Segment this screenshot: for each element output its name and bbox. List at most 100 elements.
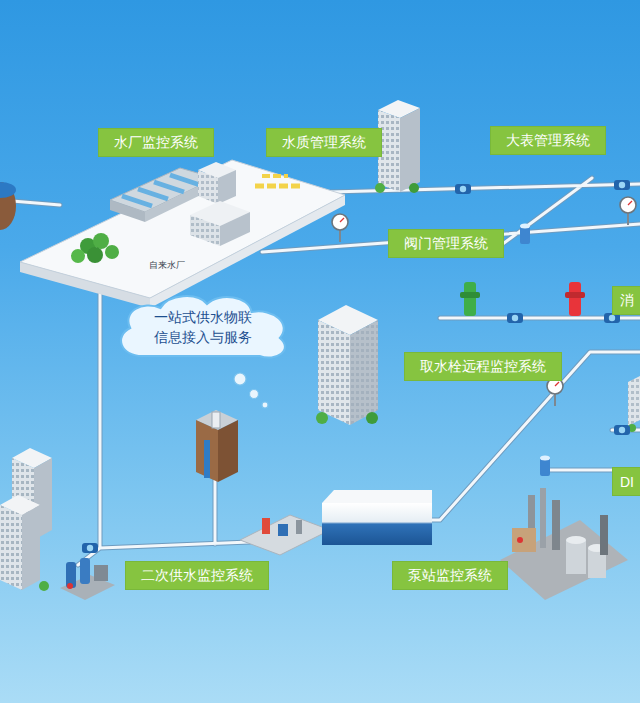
central-tower xyxy=(316,305,378,425)
thought-bubbles xyxy=(234,373,268,408)
system-name: 阀门管理系统 xyxy=(404,235,488,253)
quality-tower-part xyxy=(375,183,385,193)
reservoir-part xyxy=(262,518,270,534)
system-label: 阀门管理系统 xyxy=(388,229,504,258)
pump-station-part xyxy=(517,537,523,543)
borehole xyxy=(196,410,238,482)
pump-station-part xyxy=(566,540,586,574)
water-plant-part xyxy=(220,212,250,246)
reservoir-part xyxy=(278,524,288,536)
quality-tower-part xyxy=(400,108,420,192)
left-towers-part xyxy=(0,505,22,590)
system-name: DI xyxy=(620,474,634,490)
water-plant-part xyxy=(255,184,303,189)
left-towers xyxy=(0,448,52,591)
meters-and-valves-part xyxy=(507,313,523,323)
meters-and-valves-part xyxy=(82,543,98,553)
pump-station-part xyxy=(500,520,628,600)
cloud-outline xyxy=(112,290,294,364)
left-towers-part xyxy=(0,505,22,590)
thought-bubbles-part xyxy=(250,390,259,399)
water-plant-part xyxy=(198,170,218,204)
water-plant-part xyxy=(170,175,200,185)
cloud-shape xyxy=(121,296,285,357)
water-plant xyxy=(20,160,345,308)
service-cloud: 一站式供水物联 信息接入与服务 xyxy=(112,290,294,364)
thought-bubbles-part xyxy=(262,402,268,408)
system-name: 消 xyxy=(620,292,634,310)
reservoir-part xyxy=(322,503,432,545)
secondary-supply-unit-part xyxy=(94,565,108,581)
water-plant-part xyxy=(190,215,220,246)
meters-and-valves xyxy=(82,180,636,553)
secondary-supply-unit-part xyxy=(66,562,76,588)
system-label: 水厂监控系统 xyxy=(98,128,214,157)
plant-sign: 自来水厂 xyxy=(148,260,186,271)
water-source-part xyxy=(0,182,16,198)
central-tower-part xyxy=(350,320,378,425)
secondary-supply-unit xyxy=(60,558,115,600)
meters-and-valves-part xyxy=(332,214,348,242)
water-plant-part xyxy=(138,189,168,199)
water-plant-part xyxy=(93,233,109,249)
system-name: 大表管理系统 xyxy=(506,132,590,150)
water-plant-part xyxy=(87,247,103,263)
water-plant-part xyxy=(71,249,85,263)
pipe-network xyxy=(0,178,640,565)
cloud-text: 一站式供水物联 信息接入与服务 xyxy=(151,307,255,347)
central-tower-part xyxy=(350,320,378,425)
pump-station-part xyxy=(600,515,608,555)
meters-and-valves-part xyxy=(614,180,630,190)
meters-and-valves-part xyxy=(455,184,471,194)
hydrants-part xyxy=(565,292,585,298)
pipe-network-part xyxy=(0,178,640,565)
right-buildings-part xyxy=(628,376,640,426)
system-label: 泵站监控系统 xyxy=(392,561,508,590)
system-label: 消 xyxy=(612,286,640,315)
pump-station xyxy=(500,488,628,600)
reservoir xyxy=(240,490,432,555)
meters-and-valves-part xyxy=(547,378,563,406)
reservoir-part xyxy=(240,515,330,555)
hydrants xyxy=(460,282,585,316)
secondary-supply-unit-part xyxy=(80,558,90,584)
borehole-part xyxy=(212,412,220,428)
system-label: 取水栓远程监控系统 xyxy=(404,352,562,381)
pump-station-part xyxy=(552,500,560,550)
water-plant-part xyxy=(262,174,288,178)
system-name: 水厂监控系统 xyxy=(114,134,198,152)
system-label: 水质管理系统 xyxy=(266,128,382,157)
system-label: 大表管理系统 xyxy=(490,126,606,155)
water-plant-part xyxy=(20,160,345,298)
water-source xyxy=(0,182,16,230)
pump-station-part xyxy=(512,528,536,552)
central-tower-part xyxy=(316,412,328,424)
central-tower-part xyxy=(318,320,350,425)
reservoir-part xyxy=(296,520,302,534)
hydrants-part xyxy=(464,282,476,316)
water-source-part xyxy=(0,182,16,230)
water-plant-part xyxy=(122,196,152,206)
quality-tower-part xyxy=(409,183,419,193)
reservoir-part xyxy=(322,490,432,503)
system-name: 泵站监控系统 xyxy=(408,567,492,585)
water-plant-part xyxy=(218,170,236,204)
pipe-network-part xyxy=(0,178,640,565)
system-name: 取水栓远程监控系统 xyxy=(420,358,546,376)
right-buildings xyxy=(628,376,640,432)
borehole-part xyxy=(218,420,238,482)
system-name: 二次供水监控系统 xyxy=(141,567,253,585)
pump-station-part xyxy=(566,536,586,544)
right-buildings-part xyxy=(628,376,640,426)
thought-bubbles-part xyxy=(234,373,246,385)
hydrants-part xyxy=(460,292,480,298)
borehole-part xyxy=(196,420,218,482)
hydrants-part xyxy=(569,282,581,316)
system-label: 二次供水监控系统 xyxy=(125,561,269,590)
borehole-part xyxy=(204,440,210,478)
secondary-supply-unit-part xyxy=(67,583,73,589)
water-plant-part xyxy=(198,170,218,204)
water-plant-part xyxy=(154,182,184,192)
